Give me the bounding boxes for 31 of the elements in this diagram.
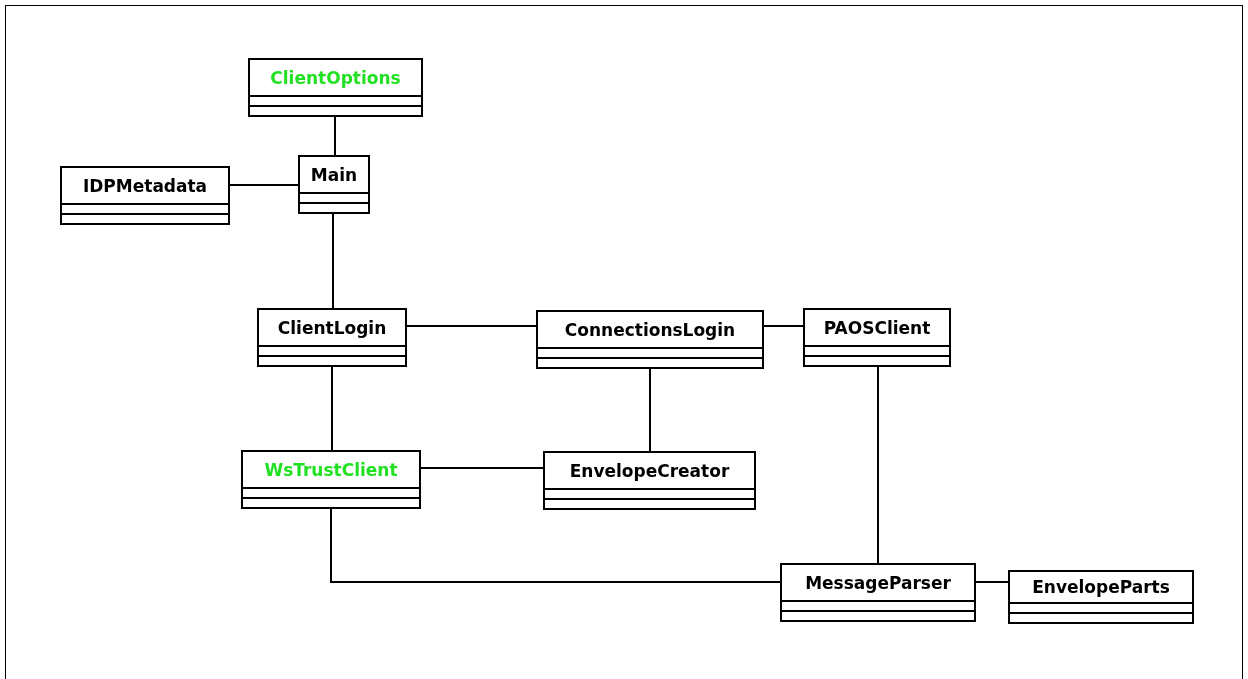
- class-box: [1008, 570, 1194, 624]
- class-box: [248, 58, 423, 117]
- association-line: [331, 366, 333, 451]
- class-box: [780, 563, 976, 622]
- association-line: [763, 325, 804, 327]
- class-box: [536, 310, 764, 369]
- class-name: EnvelopeCreator: [569, 460, 730, 481]
- class-box: [803, 308, 951, 367]
- class-box: [257, 308, 407, 367]
- class-box: [60, 166, 230, 225]
- association-line: [877, 366, 879, 564]
- class-name: IDPMetadata: [82, 175, 208, 196]
- class-name: ConnectionsLogin: [564, 319, 736, 340]
- association-line: [649, 368, 651, 452]
- association-line: [420, 467, 544, 469]
- association-line: [975, 581, 1009, 583]
- association-line: [330, 508, 781, 583]
- class-name: Main: [310, 164, 358, 185]
- class-name: WsTrustClient: [264, 459, 398, 480]
- association-line: [332, 213, 334, 309]
- class-name: EnvelopeParts: [1032, 577, 1170, 597]
- class-box: [241, 450, 421, 509]
- class-name: PAOSClient: [823, 317, 931, 338]
- association-line: [229, 184, 299, 186]
- class-box: [543, 451, 756, 510]
- class-name: MessageParser: [805, 572, 951, 593]
- class-name: ClientLogin: [277, 317, 387, 338]
- class-name: ClientOptions: [270, 67, 401, 88]
- association-line: [406, 325, 537, 327]
- association-line: [334, 116, 336, 156]
- class-box: [298, 155, 370, 214]
